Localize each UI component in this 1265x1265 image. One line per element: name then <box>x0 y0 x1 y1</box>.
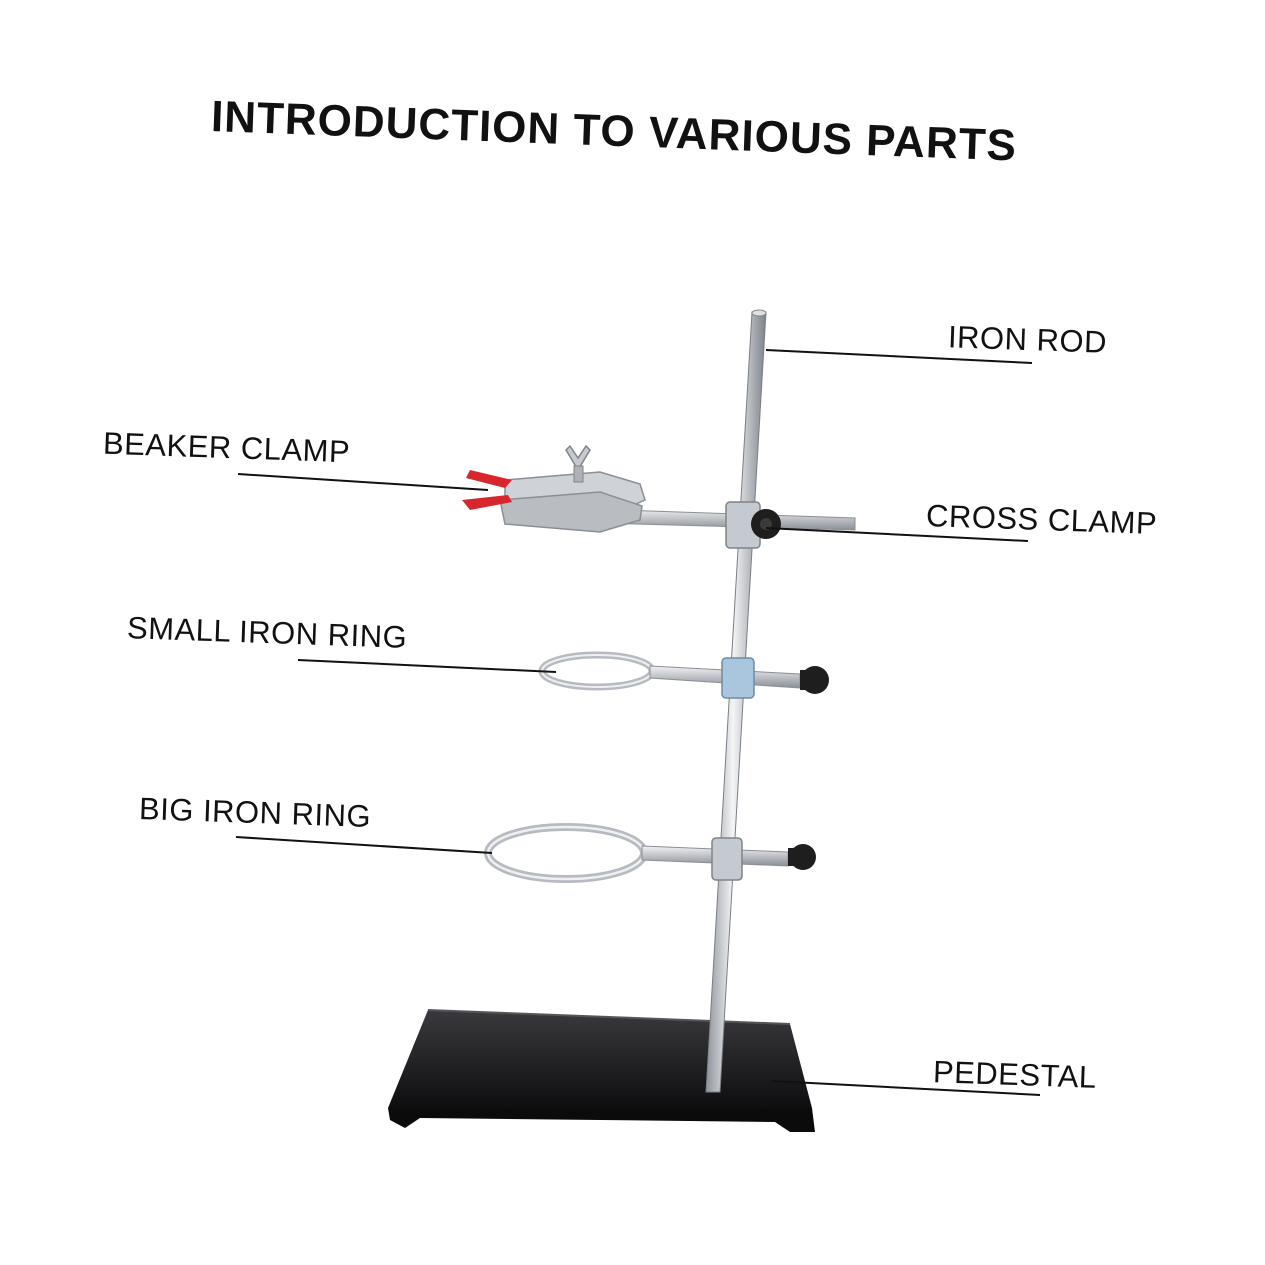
leader-lines <box>235 349 1041 1096</box>
leader-line-pedestal <box>771 1080 1041 1096</box>
pedestal-base <box>388 1009 815 1132</box>
label-iron-rod: IRON ROD <box>947 319 1108 360</box>
leader-line-small-iron-ring <box>297 659 557 673</box>
leader-line-big-iron-ring <box>235 836 493 854</box>
iron-rod <box>705 309 767 1093</box>
label-pedestal: PEDESTAL <box>932 1054 1098 1095</box>
leader-line-cross-clamp <box>765 527 1029 542</box>
cross-clamp-top <box>725 501 781 549</box>
leader-line-iron-rod <box>765 349 1033 364</box>
small-iron-ring <box>538 651 829 699</box>
beaker-clamp <box>462 444 856 533</box>
leader-line-beaker-clamp <box>237 473 489 491</box>
big-iron-ring <box>484 823 816 883</box>
